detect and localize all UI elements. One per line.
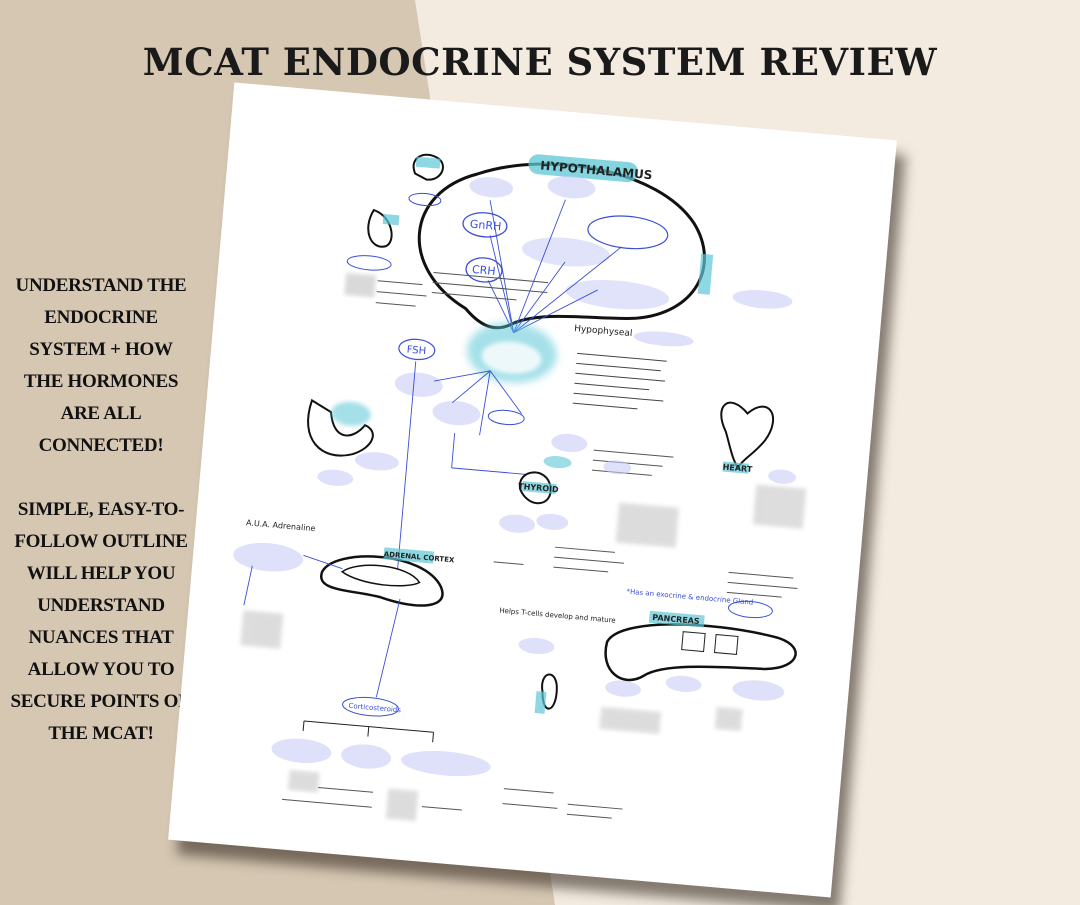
heart-label: HEART xyxy=(722,463,753,475)
pancreas-label: PANCREAS xyxy=(652,613,700,626)
thyroid-label: THYROID xyxy=(518,482,560,495)
sidebar-paragraph-1: UNDERSTAND THE ENDOCRINE SYSTEM + HOW TH… xyxy=(2,270,200,462)
sidebar-paragraph-2: SIMPLE, EASY-TO- FOLLOW OUTLINE WILL HEL… xyxy=(2,494,200,750)
pancreas-note: *Has an exocrine & endocrine Gland xyxy=(626,588,753,607)
sidebar-line: SIMPLE, EASY-TO- xyxy=(17,499,185,520)
sidebar-line: UNDERSTAND xyxy=(37,595,165,616)
sidebar-text: UNDERSTAND THE ENDOCRINE SYSTEM + HOW TH… xyxy=(2,270,200,750)
sidebar-line: FOLLOW OUTLINE xyxy=(14,531,188,552)
sidebar-line: UNDERSTAND THE xyxy=(15,275,187,296)
sidebar-line: ALLOW YOU TO xyxy=(27,659,175,680)
hypothalamus-outline xyxy=(417,162,706,330)
sidebar-line: SYSTEM + HOW xyxy=(29,339,173,360)
sidebar-line: CONNECTED! xyxy=(38,435,164,456)
sidebar-line: ENDOCRINE xyxy=(44,307,158,328)
sidebar-line: THE HORMONES xyxy=(23,371,179,392)
sidebar-line: THE MCAT! xyxy=(48,723,154,744)
endocrine-map: HYPOTHALAMUS GnRH CRH Hypophyseal xyxy=(233,153,807,822)
sidebar-line: WILL HELP YOU xyxy=(26,563,176,584)
tcells-label: Helps T-cells develop and mature xyxy=(499,607,616,625)
hypophyseal-label: Hypophyseal xyxy=(574,324,633,339)
notes-sheet: HYPOTHALAMUS GnRH CRH Hypophyseal xyxy=(168,82,897,898)
page-title: MCAT ENDOCRINE SYSTEM REVIEW xyxy=(142,40,938,84)
sidebar-line: ARE ALL xyxy=(60,403,142,424)
crh-label: CRH xyxy=(471,263,496,278)
aua-label: A.U.A. Adrenaline xyxy=(246,518,316,533)
sidebar-line: NUANCES THAT xyxy=(28,627,174,648)
gnrh-label: GnRH xyxy=(469,218,501,234)
fsh-label: FSH xyxy=(406,345,426,358)
sidebar-line: SECURE POINTS ON xyxy=(10,691,192,712)
